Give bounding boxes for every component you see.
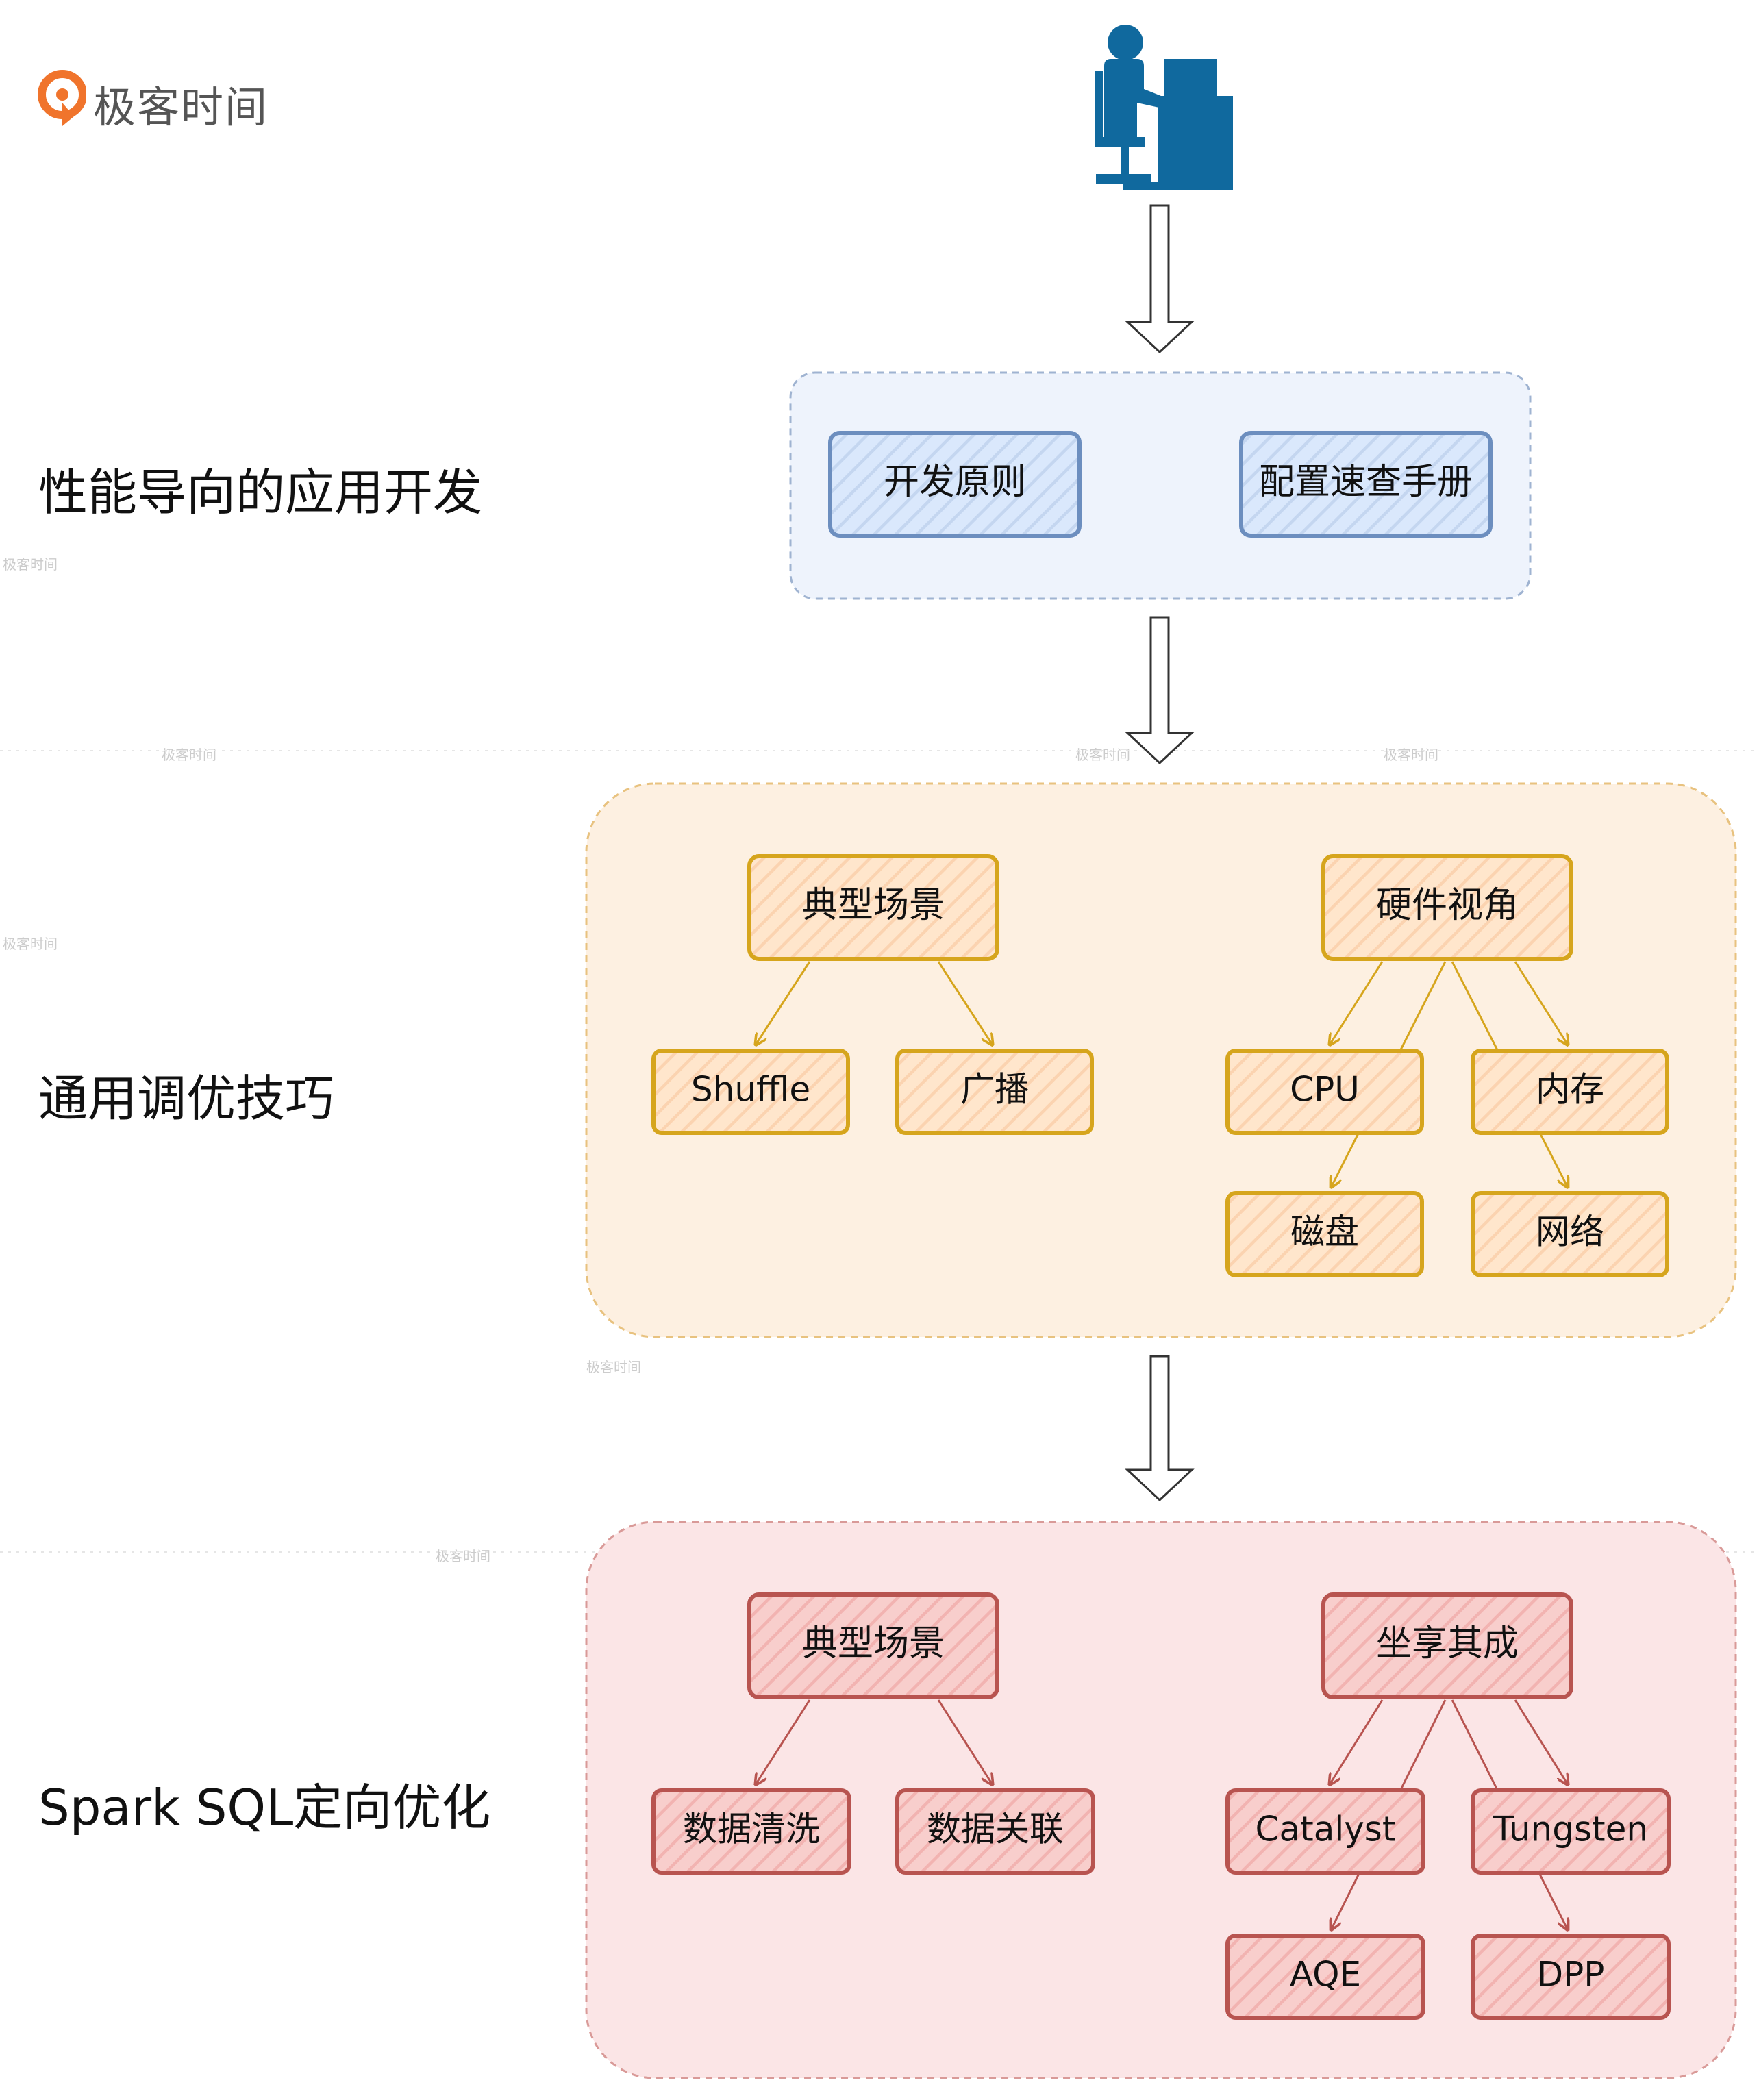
node-label: 开发原则 bbox=[884, 462, 1026, 503]
node-label: Catalyst bbox=[1256, 1810, 1396, 1849]
brand-logo: 极客时间 bbox=[38, 67, 285, 132]
node-config-manual: 配置速查手册 bbox=[1239, 431, 1493, 538]
geekbang-logo-icon bbox=[38, 70, 87, 126]
node-disk: 磁盘 bbox=[1225, 1191, 1424, 1277]
connector bbox=[937, 961, 992, 1044]
node-label: AQE bbox=[1290, 1955, 1361, 1995]
node-data-join: 数据关联 bbox=[895, 1788, 1095, 1875]
section-label-sql: Spark SQL定向优化 bbox=[38, 1779, 491, 1836]
connector bbox=[756, 1699, 811, 1784]
connector bbox=[937, 1699, 992, 1784]
dev-group-box bbox=[789, 371, 1532, 600]
watermark: 极客时间 bbox=[586, 1359, 641, 1375]
node-catalyst: Catalyst bbox=[1225, 1788, 1425, 1875]
node-label: 坐享其成 bbox=[1376, 1623, 1519, 1664]
node-label: 数据清洗 bbox=[683, 1810, 820, 1849]
node-sql-scenarios: 典型场景 bbox=[747, 1592, 999, 1699]
node-data-cleaning: 数据清洗 bbox=[651, 1788, 851, 1875]
connector bbox=[1514, 1699, 1567, 1784]
flow-arrow bbox=[1125, 204, 1195, 354]
node-label: 网络 bbox=[1536, 1212, 1604, 1252]
node-label: Shuffle bbox=[691, 1070, 810, 1110]
node-dev-principles: 开发原则 bbox=[828, 431, 1082, 538]
node-tungsten: Tungsten bbox=[1471, 1788, 1671, 1875]
watermark: 极客时间 bbox=[1384, 747, 1438, 763]
connector bbox=[1330, 1699, 1384, 1784]
node-shuffle: Shuffle bbox=[651, 1049, 850, 1135]
watermark: 极客时间 bbox=[162, 747, 216, 763]
watermark: 极客时间 bbox=[1075, 747, 1130, 763]
node-label: 典型场景 bbox=[802, 885, 945, 926]
node-label: Tungsten bbox=[1493, 1810, 1648, 1849]
watermark: 极客时间 bbox=[3, 556, 58, 573]
connector bbox=[1514, 961, 1567, 1044]
node-label: 典型场景 bbox=[802, 1623, 945, 1664]
connector bbox=[1330, 961, 1384, 1044]
node-label: 配置速查手册 bbox=[1259, 462, 1473, 503]
node-aqe: AQE bbox=[1225, 1934, 1425, 2020]
watermark: 极客时间 bbox=[436, 1548, 490, 1564]
node-label: 广播 bbox=[960, 1070, 1029, 1110]
node-dpp: DPP bbox=[1471, 1934, 1671, 2020]
user-at-desk-icon bbox=[1095, 25, 1233, 190]
node-label: CPU bbox=[1290, 1070, 1360, 1110]
node-hardware-view: 硬件视角 bbox=[1321, 854, 1573, 961]
flow-arrow bbox=[1125, 616, 1195, 765]
node-tuning-scenarios: 典型场景 bbox=[747, 854, 999, 961]
node-label: 硬件视角 bbox=[1376, 885, 1519, 926]
node-broadcast: 广播 bbox=[895, 1049, 1094, 1135]
flow-arrow bbox=[1125, 1355, 1195, 1502]
node-label: 磁盘 bbox=[1290, 1212, 1359, 1252]
node-label: 数据关联 bbox=[927, 1810, 1064, 1849]
node-cpu: CPU bbox=[1225, 1049, 1424, 1135]
node-label: 内存 bbox=[1536, 1070, 1604, 1110]
brand-name: 极客时间 bbox=[93, 82, 269, 132]
node-label: DPP bbox=[1537, 1955, 1605, 1995]
watermark: 极客时间 bbox=[3, 936, 58, 952]
section-label-dev: 性能导向的应用开发 bbox=[38, 464, 483, 521]
node-memory: 内存 bbox=[1471, 1049, 1669, 1135]
node-network: 网络 bbox=[1471, 1191, 1669, 1277]
node-free-gains: 坐享其成 bbox=[1321, 1592, 1573, 1699]
connector bbox=[756, 961, 811, 1044]
section-label-tuning: 通用调优技巧 bbox=[38, 1070, 335, 1127]
